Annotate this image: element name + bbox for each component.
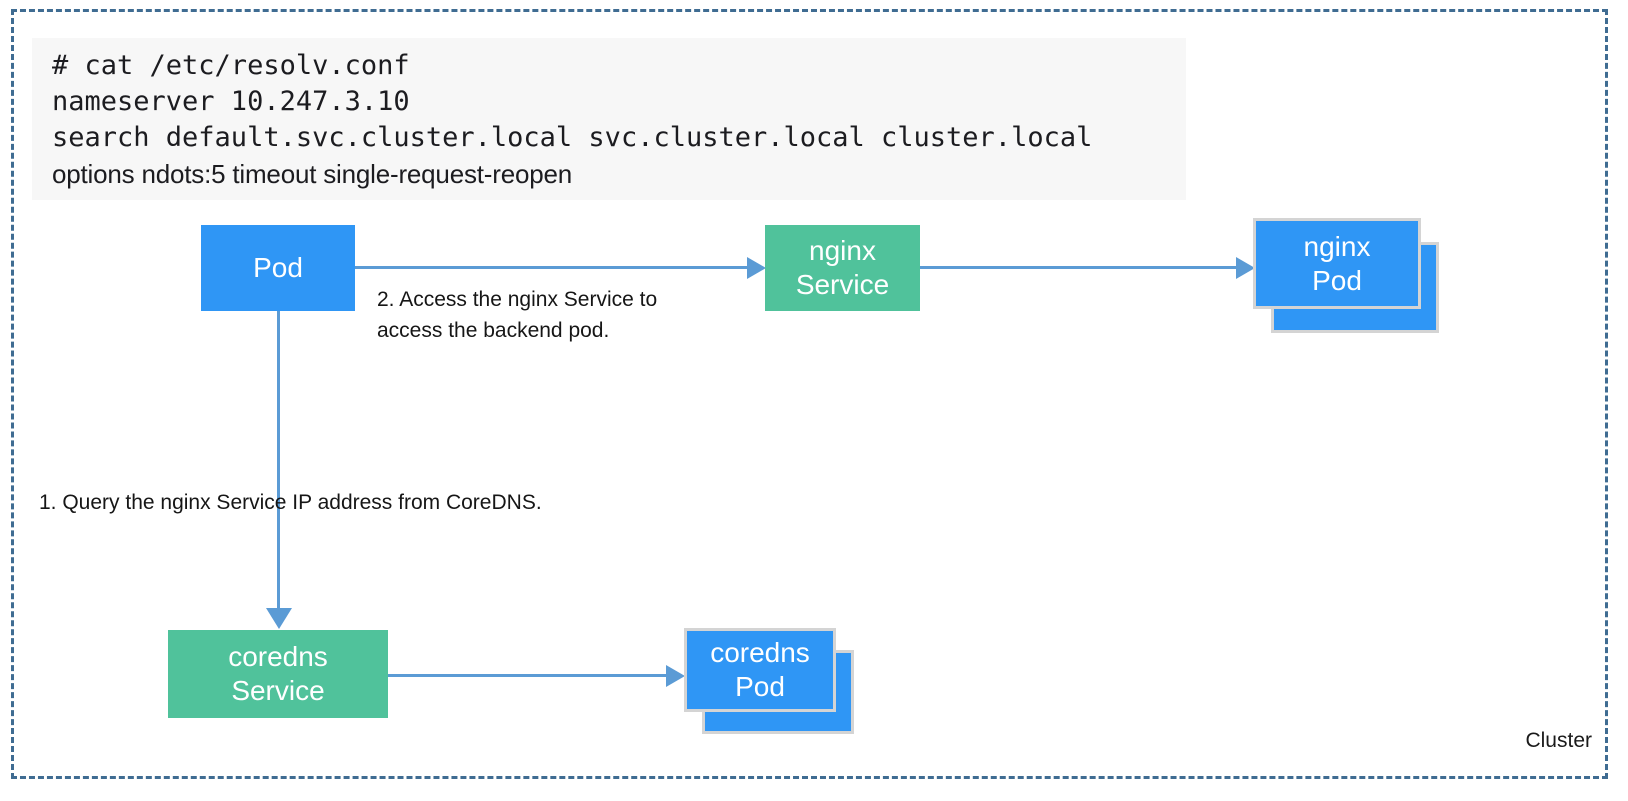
node-nginx-pod-label: nginx Pod — [1303, 230, 1371, 296]
node-nginx-service-label: nginx Service — [795, 235, 890, 300]
caption-step-2: 2. Access the nginx Service to access th… — [377, 288, 658, 342]
code-line-3: search default.svc.cluster.local svc.clu… — [52, 122, 1093, 153]
connector-coredns-service-to-coredns-pod — [388, 674, 666, 677]
resolv-conf-code-block: # cat /etc/resolv.conf nameserver 10.247… — [32, 38, 1186, 200]
arrowhead-nginx-service-to-nginx-pod — [1236, 257, 1255, 279]
cluster-boundary — [11, 9, 1608, 779]
connector-pod-to-nginx-service — [355, 266, 747, 269]
cluster-label: Cluster — [1525, 729, 1592, 752]
node-nginx-service[interactable]: nginx Service — [765, 225, 920, 311]
node-coredns-service[interactable]: coredns Service — [168, 630, 388, 718]
node-coredns-service-label: coredns Service — [228, 641, 328, 706]
node-nginx-pod[interactable]: nginx Pod — [1253, 218, 1439, 333]
nginx-pod-front-plate: nginx Pod — [1253, 218, 1421, 309]
arrowhead-pod-to-nginx-service — [747, 257, 766, 279]
node-pod-label: Pod — [253, 252, 303, 283]
code-line-4: options ndots:5 timeout single-request-r… — [52, 159, 572, 189]
node-coredns-pod-label: coredns Pod — [710, 637, 810, 702]
connector-pod-to-coredns-service — [277, 311, 280, 610]
code-line-1: # cat /etc/resolv.conf — [52, 50, 410, 81]
node-coredns-pod[interactable]: coredns Pod — [684, 628, 854, 734]
coredns-pod-front-plate: coredns Pod — [684, 628, 836, 712]
arrowhead-pod-to-coredns-service — [266, 608, 292, 629]
connector-nginx-service-to-nginx-pod — [920, 266, 1236, 269]
caption-step-1: 1. Query the nginx Service IP address fr… — [39, 491, 542, 514]
arrowhead-coredns-service-to-coredns-pod — [666, 665, 685, 687]
node-pod[interactable]: Pod — [201, 225, 355, 311]
code-line-2: nameserver 10.247.3.10 — [52, 86, 410, 117]
